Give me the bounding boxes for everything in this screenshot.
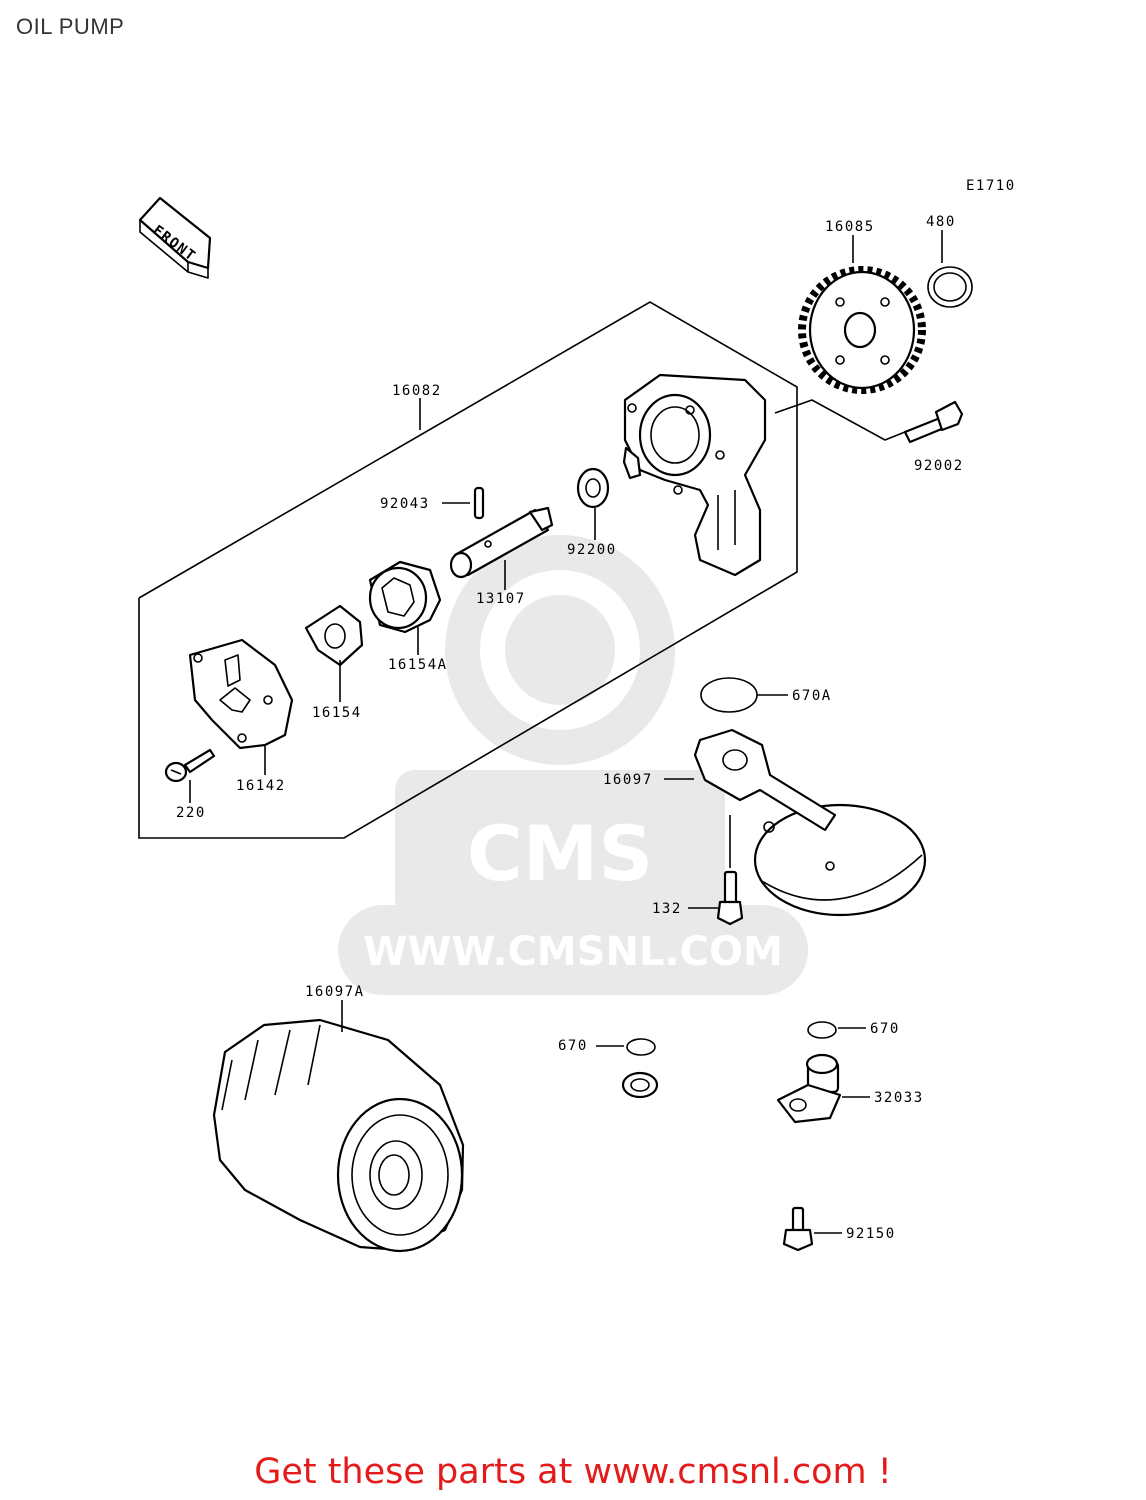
inner-rotor	[304, 604, 364, 667]
part-label-16082: 16082	[392, 383, 442, 399]
part-label-92150: 92150	[846, 1226, 896, 1242]
part-label-220: 220	[176, 805, 206, 821]
oil-pump-body	[622, 373, 767, 577]
oil-pump-gear	[798, 266, 926, 394]
part-label-16154: 16154	[312, 705, 362, 721]
buy-parts-link[interactable]: Get these parts at www.cmsnl.com !	[254, 1452, 892, 1492]
part-label-13107: 13107	[476, 591, 526, 607]
bolt-132	[716, 870, 744, 926]
part-label-480: 480	[926, 214, 956, 230]
oil-pipe	[621, 1053, 842, 1180]
part-label-16085: 16085	[825, 219, 875, 235]
washer-92200	[576, 467, 610, 509]
o-ring-670-right	[807, 1021, 837, 1039]
pump-shaft	[449, 506, 554, 579]
bolt-92150	[782, 1206, 814, 1252]
part-label-32033: 32033	[874, 1090, 924, 1106]
part-label-670-left: 670	[558, 1038, 588, 1054]
front-arrow-icon: FRONT	[138, 196, 212, 279]
part-label-16154A: 16154A	[388, 657, 448, 673]
part-label-670A: 670A	[792, 688, 832, 704]
part-label-92200: 92200	[567, 542, 617, 558]
oil-strainer	[693, 728, 927, 917]
cmsnl-watermark: CMS WWW.CMSNL.COM	[338, 535, 808, 995]
part-label-16142: 16142	[236, 778, 286, 794]
circlip	[927, 266, 973, 308]
o-ring-670A	[700, 677, 758, 713]
part-label-670-right: 670	[870, 1021, 900, 1037]
oil-pump-assembly-frame	[138, 301, 798, 839]
watermark-brand: CMS	[467, 809, 653, 898]
pump-cover	[188, 638, 294, 750]
pin-92043	[473, 486, 485, 520]
watermark-url: WWW.CMSNL.COM	[363, 929, 783, 975]
outer-rotor	[368, 560, 442, 634]
screw-220	[164, 748, 216, 783]
part-label-16097: 16097	[603, 772, 653, 788]
bolt-92002	[903, 400, 964, 444]
part-label-16097A: 16097A	[305, 984, 365, 1000]
part-label-92002: 92002	[914, 458, 964, 474]
oil-filter	[212, 1018, 465, 1253]
page-title: OIL PUMP	[16, 14, 125, 39]
part-label-132: 132	[652, 901, 682, 917]
o-ring-670-left	[626, 1038, 656, 1056]
diagram-code: E1710	[966, 178, 1016, 194]
part-label-92043: 92043	[380, 496, 430, 512]
